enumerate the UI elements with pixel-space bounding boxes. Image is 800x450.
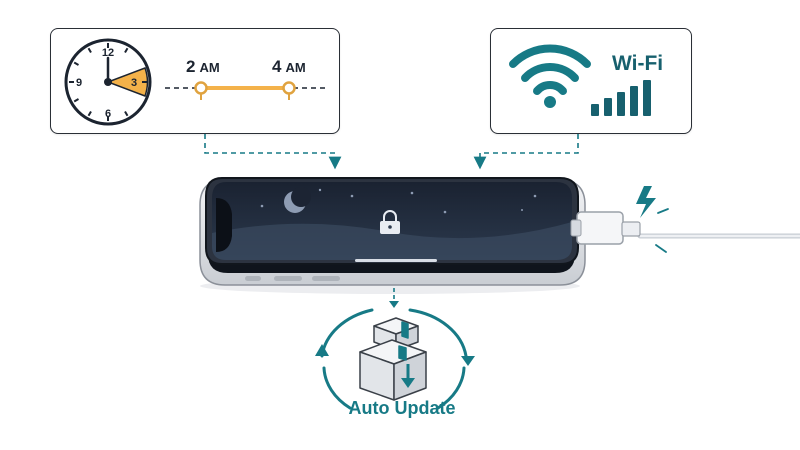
update-connector bbox=[389, 288, 399, 308]
clock-number-12: 12 bbox=[102, 47, 114, 59]
range-start-marker bbox=[194, 81, 208, 95]
clock-icon: 12 3 6 9 bbox=[64, 38, 152, 126]
moon-icon bbox=[284, 187, 311, 213]
clock-number-3: 3 bbox=[131, 77, 137, 89]
lock-icon bbox=[380, 210, 400, 234]
range-end-marker bbox=[282, 81, 296, 95]
clock-number-6: 6 bbox=[105, 108, 111, 120]
download-arrow-icon bbox=[401, 364, 415, 388]
charging-bolt-icon bbox=[636, 186, 669, 253]
signal-bars-icon bbox=[591, 80, 651, 116]
wifi-icon bbox=[509, 44, 591, 108]
schedule-connector bbox=[204, 134, 342, 170]
start-time-suffix: AM bbox=[199, 60, 220, 75]
stars bbox=[260, 188, 537, 214]
phone bbox=[199, 177, 586, 294]
wifi-label: Wi-Fi bbox=[612, 52, 664, 75]
time-range bbox=[165, 81, 328, 100]
package-icon bbox=[359, 317, 427, 401]
start-time-hour: 2 bbox=[186, 57, 196, 76]
end-time-suffix: AM bbox=[285, 60, 306, 75]
charging-cable bbox=[570, 211, 800, 245]
wifi-connector bbox=[473, 134, 579, 170]
auto-update-label: Auto Update bbox=[348, 398, 456, 418]
end-time-hour: 4 bbox=[272, 57, 282, 76]
clock-number-9: 9 bbox=[76, 77, 82, 89]
